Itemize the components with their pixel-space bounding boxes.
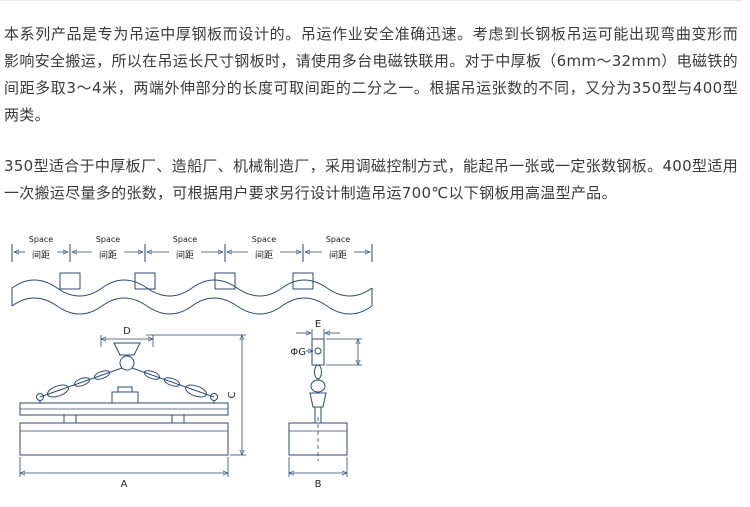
diagram-container: Space 间距 Space 间距 Space 间距 Space 间距 Spac… <box>6 231 738 507</box>
intro-paragraph: 本系列产品是专为吊运中厚钢板而设计的。吊运作业安全准确迅速。考虑到长钢板吊运可能… <box>4 25 738 124</box>
model-paragraph: 350型适合于中厚板厂、造船厂、机械制造厂，采用调磁控制方式，能起吊一张或一定张… <box>4 157 738 202</box>
steel-plate-bottom-edge <box>11 297 373 315</box>
space-label-zh: 间距 <box>99 249 117 261</box>
side-view: E ΦG <box>289 319 362 490</box>
technical-diagram: Space 间距 Space 间距 Space 间距 Space 间距 Spac… <box>11 235 373 490</box>
space-label-en: Space <box>326 235 350 244</box>
space-label-en: Space <box>173 235 197 244</box>
lifting-eye-plate <box>311 338 325 366</box>
front-view: D <box>20 326 246 490</box>
terminal-box-lid <box>117 386 133 393</box>
space-label-en: Space <box>252 235 276 244</box>
product-description-page: 本系列产品是专为吊运中厚钢板而设计的。吊运作业安全准确迅速。考虑到长钢板吊运可能… <box>0 0 742 490</box>
electromagnet <box>59 272 81 290</box>
electromagnet <box>134 272 156 290</box>
terminal-box <box>111 391 139 404</box>
eye-hole <box>314 347 322 355</box>
spacing-diagram: Space 间距 Space 间距 Space 间距 Space 间距 Spac… <box>11 235 373 315</box>
space-label-en: Space <box>96 235 120 244</box>
space-label-zh: 间距 <box>32 249 50 261</box>
dim-label-c: C <box>227 391 238 398</box>
magnet-body-front <box>19 422 229 456</box>
electromagnet <box>292 272 314 290</box>
space-label-en: Space <box>29 235 53 244</box>
space-label-zh: 间距 <box>329 249 347 261</box>
steel-plate-top-edge <box>11 279 373 297</box>
space-label-zh: 间距 <box>176 249 194 261</box>
electromagnet <box>214 272 236 290</box>
dim-label-e: E <box>315 319 321 330</box>
dim-label-g: ΦG <box>290 347 306 358</box>
dim-label-d: D <box>123 326 131 337</box>
space-label-zh: 间距 <box>255 249 273 261</box>
